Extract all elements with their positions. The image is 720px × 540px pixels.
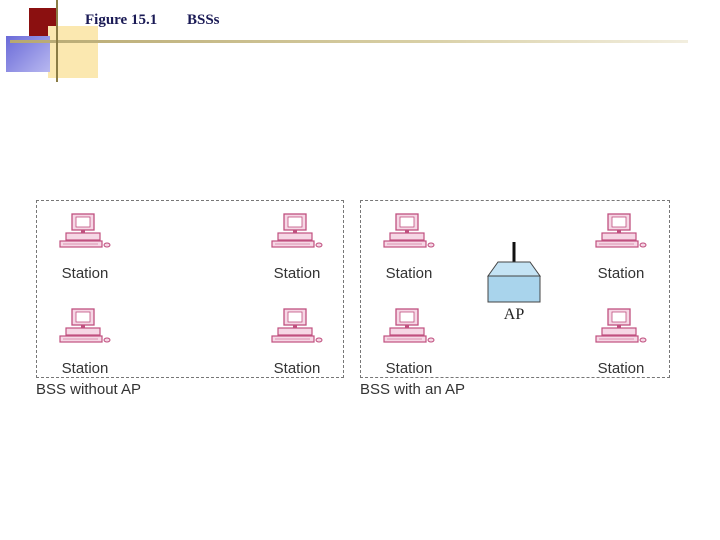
computer-station-icon — [595, 213, 647, 248]
station-label: Station — [273, 360, 321, 377]
computer-station-icon — [59, 213, 111, 248]
computer-station-icon — [59, 308, 111, 343]
computer-station-icon — [383, 213, 435, 248]
station-node: Station — [262, 212, 332, 284]
ap-label: AP — [503, 306, 525, 323]
computer-station-icon — [595, 308, 647, 343]
bss-without-ap-boundary — [36, 200, 344, 378]
slide-header: Figure 15.1 BSSs — [85, 12, 220, 29]
station-label: Station — [273, 265, 321, 282]
bss-with-ap-boundary — [360, 200, 670, 378]
computer-station-icon — [271, 308, 323, 343]
station-node: Station — [50, 212, 120, 284]
decor-rule-vertical — [56, 0, 58, 82]
computer-station-icon — [271, 213, 323, 248]
computer-station-icon — [383, 308, 435, 343]
station-label: Station — [597, 360, 645, 377]
station-label: Station — [385, 265, 433, 282]
access-point-node: AP — [484, 240, 544, 330]
station-node: Station — [586, 212, 656, 284]
station-node: Station — [586, 307, 656, 379]
figure-number: Figure 15.1 — [85, 12, 158, 28]
station-node: Station — [262, 307, 332, 379]
station-label: Station — [61, 265, 109, 282]
bss-with-ap-label: BSS with an AP — [360, 381, 466, 398]
station-node: Station — [50, 307, 120, 379]
decor-rule-horizontal — [10, 40, 688, 43]
station-label: Station — [61, 360, 109, 377]
station-node: Station — [374, 307, 444, 379]
bss-without-ap-label: BSS without AP — [36, 381, 142, 398]
figure-title: BSSs — [186, 12, 220, 28]
station-label: Station — [597, 265, 645, 282]
access-point-icon — [487, 242, 541, 303]
station-node: Station — [374, 212, 444, 284]
station-label: Station — [385, 360, 433, 377]
